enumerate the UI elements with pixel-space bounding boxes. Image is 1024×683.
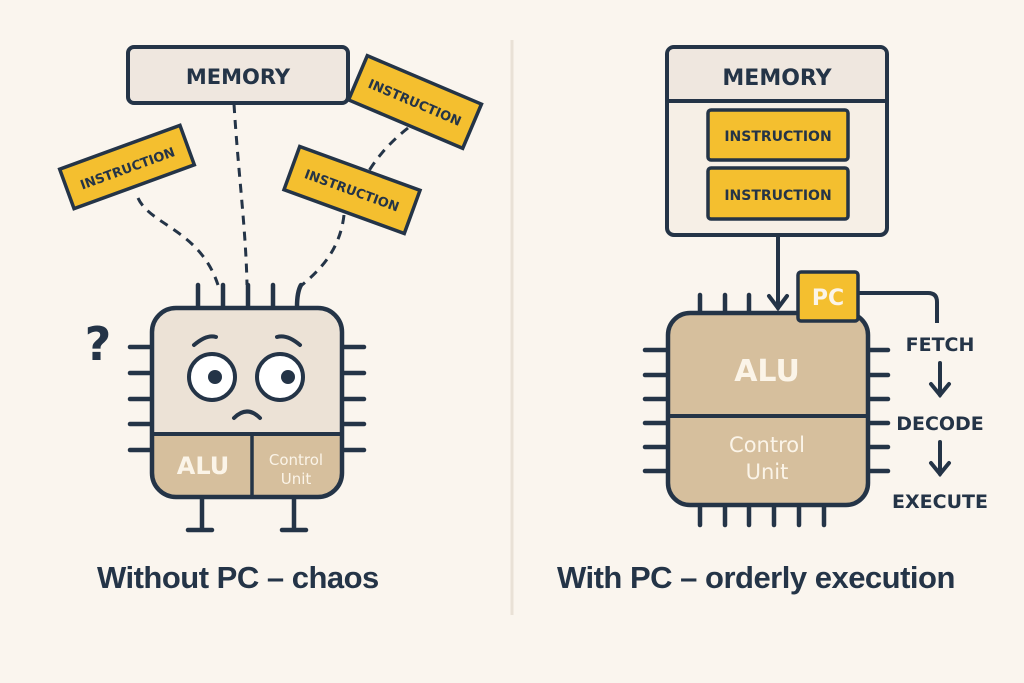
left-pupil [208,370,222,384]
right-control-unit-label-2: Unit [746,460,789,484]
dashed-wires [136,103,409,287]
wire-memory [232,103,249,286]
wire-instruction-2 [366,126,409,174]
left-control-unit-label-1: Control [269,451,323,469]
arrow-down-icon [929,361,951,399]
wire-instruction-3 [301,214,346,287]
left-instruction-2: INSTRUCTION [346,53,484,151]
left-chip-pins [127,282,367,533]
right-memory-box: MEMORY INSTRUCTION INSTRUCTION [665,45,889,237]
memory-to-chip-arrow-icon [767,233,789,312]
right-chip: ALU Control Unit [665,310,871,508]
arrow-down-icon [929,440,951,478]
pc-to-fetch-line [858,291,939,323]
left-memory-label: MEMORY [186,65,291,89]
right-memory-label: MEMORY [722,66,832,91]
left-panel: MEMORY INSTRUCTION INSTRUCTION INSTRUCTI… [57,45,484,533]
right-instruction-2: INSTRUCTION [706,166,850,221]
left-chip: ALU Control Unit [149,305,345,500]
right-caption: With PC – orderly execution [557,560,955,595]
left-caption: Without PC – chaos [97,560,379,595]
pc-label: PC [812,286,844,311]
pc-register: PC [796,270,860,323]
right-pupil [281,370,295,384]
wire-instruction-1 [136,197,220,286]
left-memory-box: MEMORY [126,45,350,105]
right-instruction-2-label: INSTRUCTION [724,188,831,204]
right-control-unit-label-1: Control [729,433,805,457]
step-decode: DECODE [896,413,984,435]
right-chip-pins [642,292,891,528]
step-execute: EXECUTE [892,491,988,513]
left-instruction-1: INSTRUCTION [57,123,197,211]
left-instruction-3: INSTRUCTION [281,144,423,236]
question-mark-icon: ? [85,317,112,371]
step-fetch: FETCH [906,334,975,356]
right-instruction-1: INSTRUCTION [706,108,850,162]
right-panel: MEMORY INSTRUCTION INSTRUCTION [642,45,988,528]
right-alu-label: ALU [734,354,800,389]
left-control-unit-label-2: Unit [281,470,312,488]
left-alu-label: ALU [177,452,230,480]
right-instruction-1-label: INSTRUCTION [724,129,831,145]
